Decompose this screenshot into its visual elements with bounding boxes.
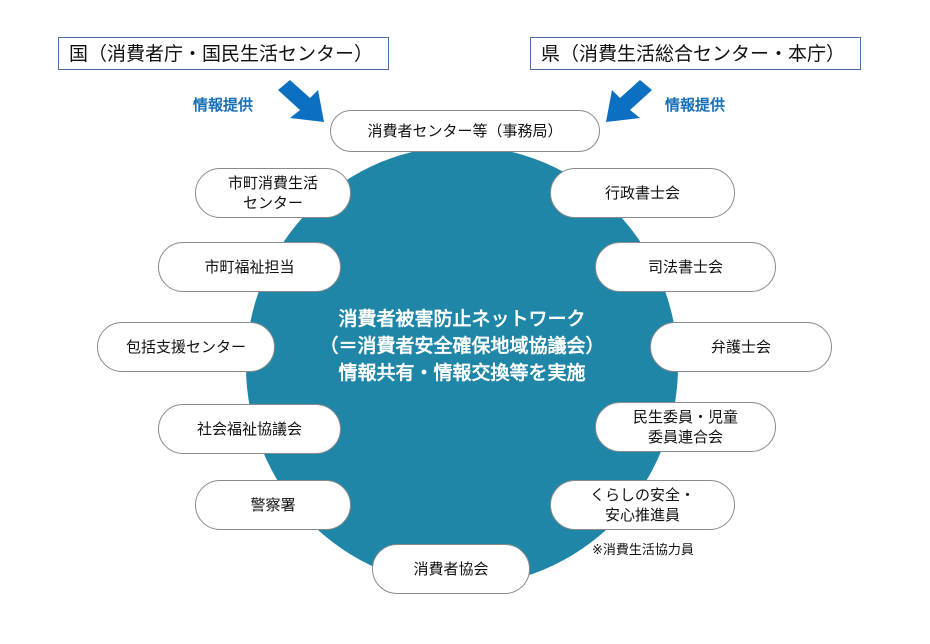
- footnote: ※消費生活協力員: [592, 543, 694, 558]
- member-minsei-iin: 民生委員・児童 委員連合会: [595, 402, 776, 452]
- member-label: 市町消費生活: [227, 174, 318, 192]
- member-secretariat: 消費者センター等（事務局）: [330, 110, 600, 152]
- info-provision-label-left: 情報提供: [193, 96, 254, 114]
- network-subtitle: （＝消費者安全確保地域協議会）: [319, 335, 605, 357]
- member-city-welfare: 市町福祉担当: [158, 242, 341, 292]
- prefecture-box: 県（消費生活総合センター・本庁）: [530, 37, 861, 70]
- member-city-consumer-center: 市町消費生活 センター: [195, 168, 351, 218]
- member-shiho-shoshi: 司法書士会: [595, 242, 776, 292]
- network-title: 消費者被害防止ネットワーク: [338, 308, 586, 330]
- member-label: くらしの安全・: [589, 486, 695, 504]
- member-safety-promoter: くらしの安全・ 安心推進員: [550, 480, 735, 530]
- member-bar-association: 弁護士会: [650, 322, 832, 372]
- national-agency-box: 国（消費者庁・国民生活センター）: [58, 37, 389, 70]
- network-description: 情報共有・情報交換等を実施: [338, 362, 586, 384]
- member-label: 民生委員・児童: [632, 408, 738, 426]
- member-social-welfare: 社会福祉協議会: [158, 404, 341, 454]
- member-comprehensive-support: 包括支援センター: [97, 322, 275, 372]
- member-label: 安心推進員: [604, 506, 680, 524]
- member-gyosei-shoshi: 行政書士会: [550, 168, 735, 218]
- arrow-down-right-icon: [278, 80, 324, 122]
- member-label: 委員連合会: [647, 428, 723, 446]
- member-police: 警察署: [195, 480, 351, 530]
- member-label: センター: [242, 194, 303, 212]
- member-consumer-association: 消費者協会: [372, 544, 530, 594]
- info-provision-label-right: 情報提供: [665, 96, 726, 114]
- arrow-down-left-icon: [606, 80, 652, 122]
